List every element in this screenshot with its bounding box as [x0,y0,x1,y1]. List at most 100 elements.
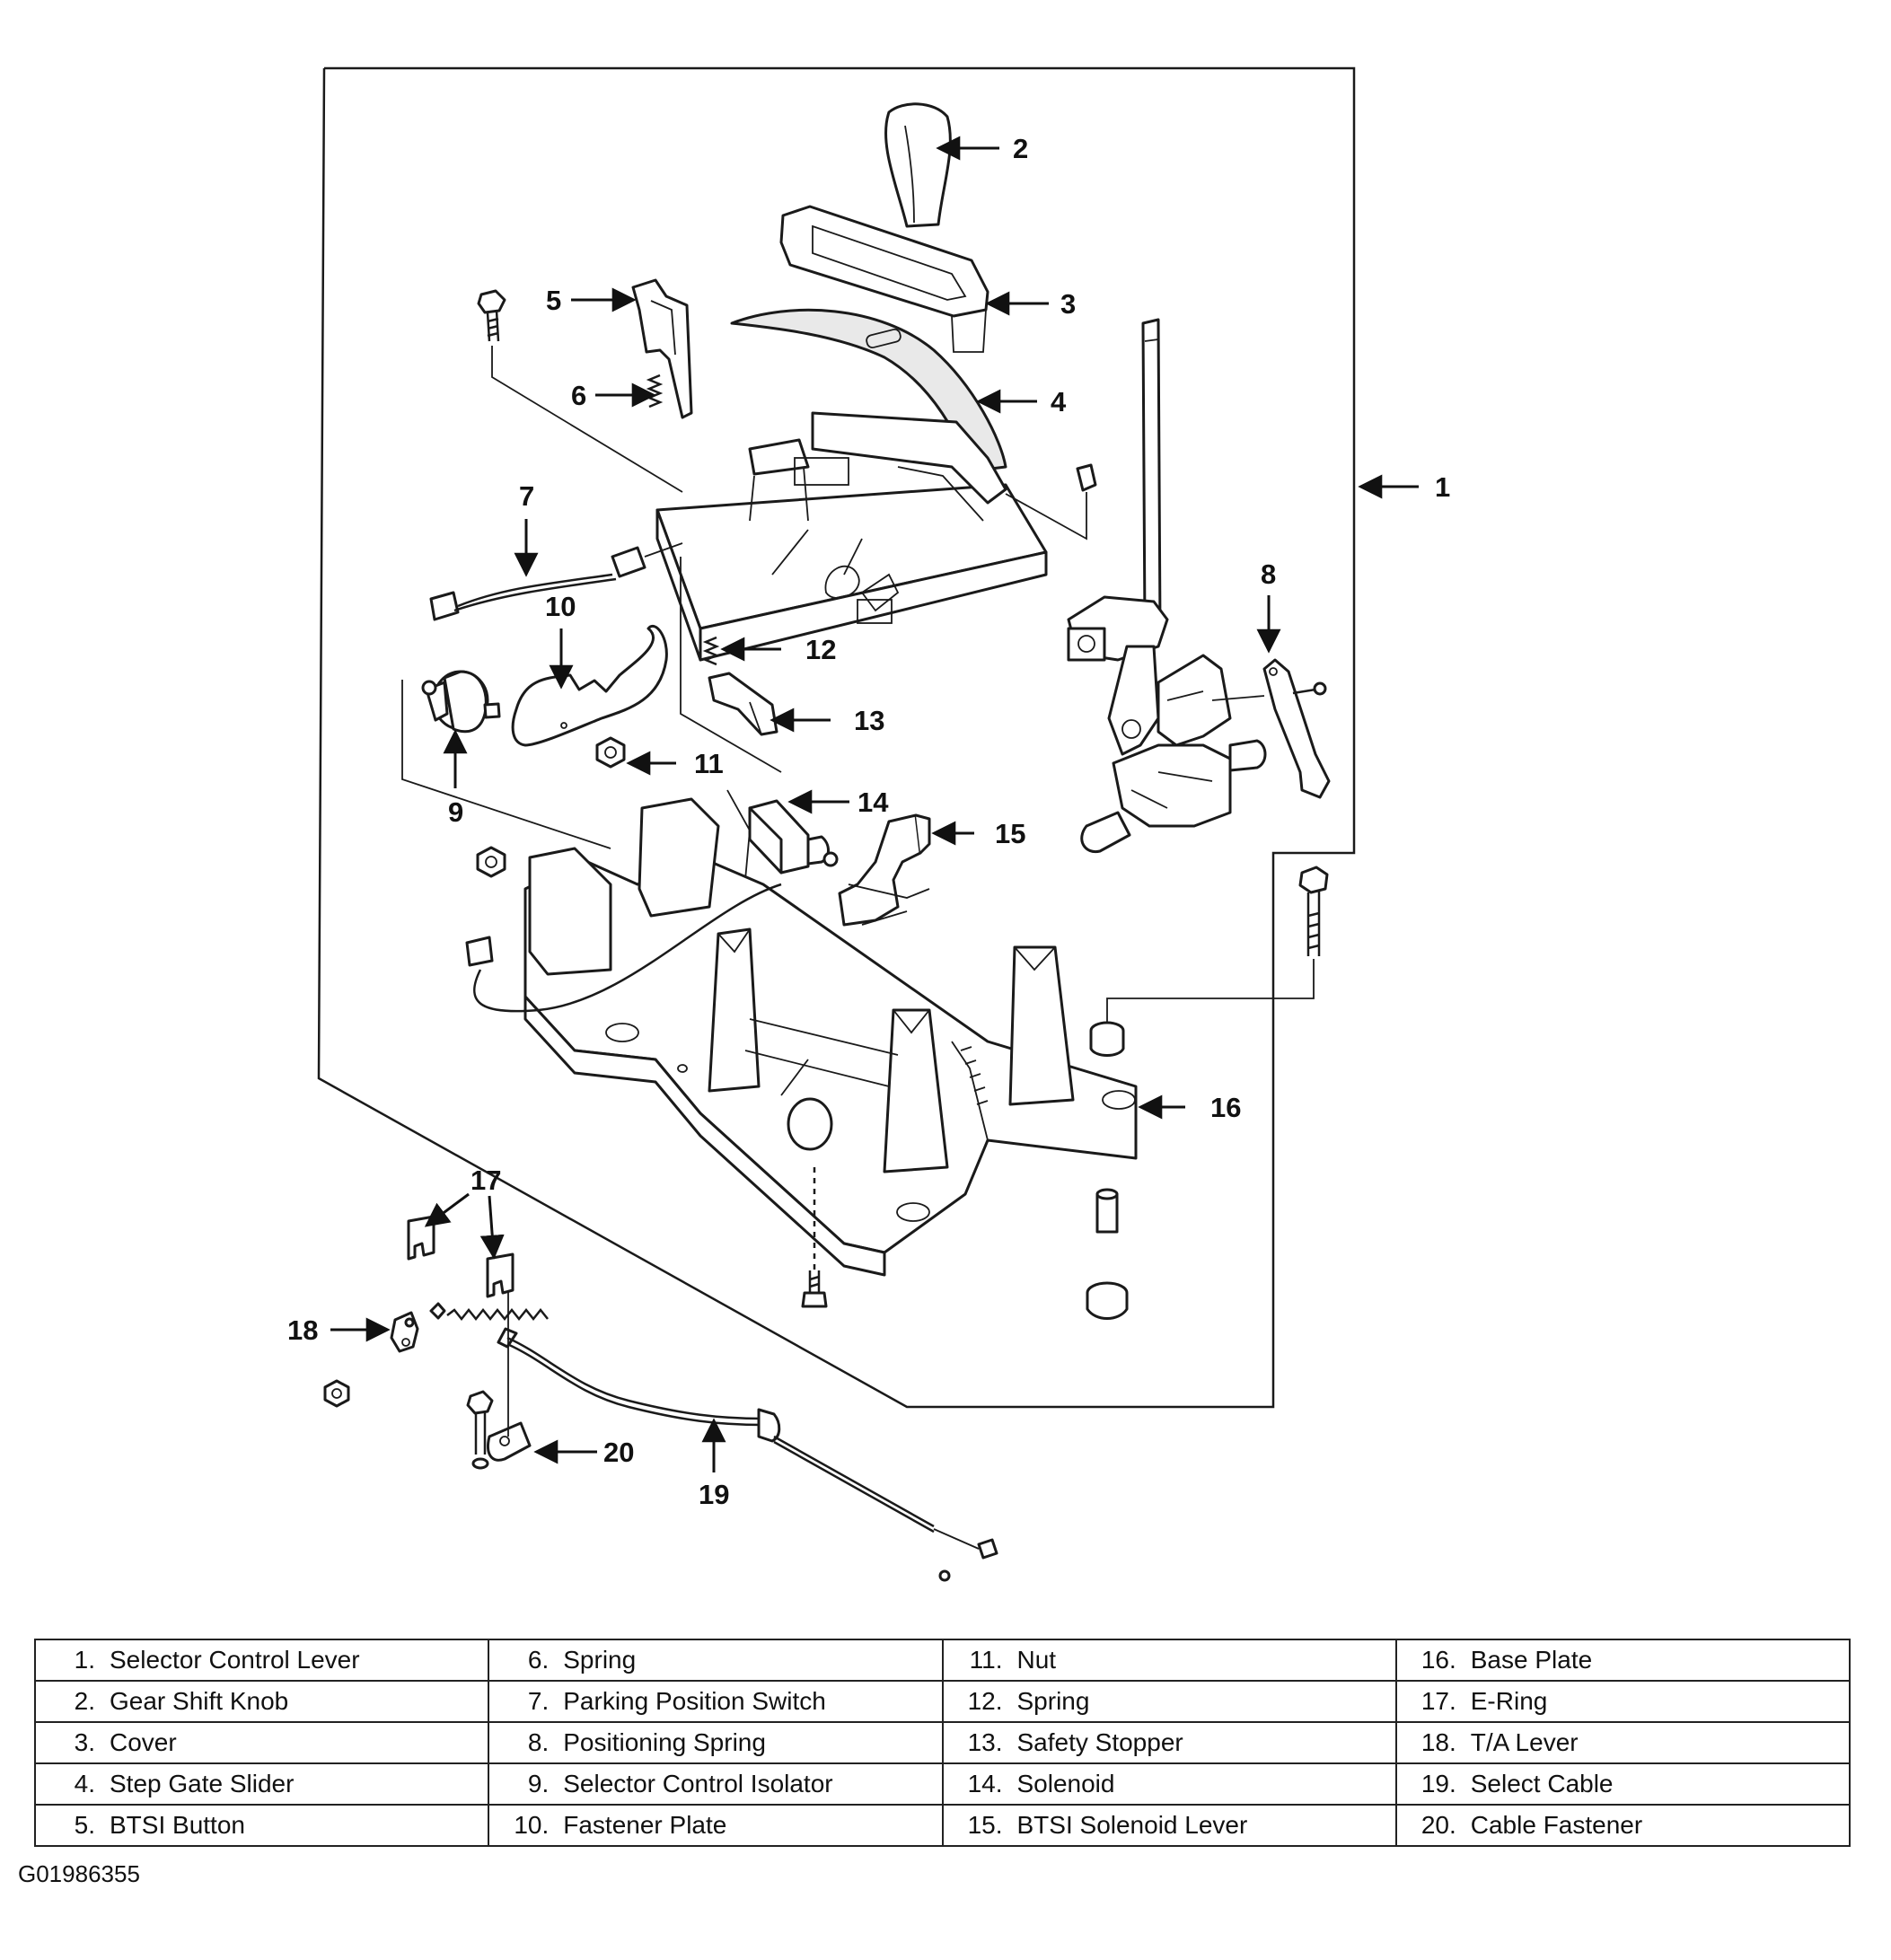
e-ring-b [486,1252,515,1298]
legend-item-name: T/A Lever [1470,1728,1579,1756]
ta-lever [390,1311,419,1353]
legend-cell: 15. BTSI Solenoid Lever [941,1804,1397,1847]
leader-line-bolt [491,346,683,493]
legend-item-number: 6. [527,1646,550,1674]
legend-item-name: Fastener Plate [563,1811,727,1839]
mounting-bolt-right [1298,866,1329,956]
legend-item-number: 14. [967,1770,1003,1797]
callout-14: 14 [858,787,889,818]
legend-cell: 20. Cable Fastener [1394,1804,1851,1847]
legend-item-name: E-Ring [1470,1687,1548,1715]
btsi-solenoid-lever [838,813,931,927]
bushing [1095,1188,1119,1234]
retainer-clip [1005,463,1097,541]
mounting-screw-bottom [801,1167,828,1308]
nut-18 [323,1379,350,1408]
legend-row: 5. BTSI Button 10. Fastener Plate 15. BTSI So… [33,1804,1851,1847]
legend-item-number: 5. [74,1811,95,1839]
legend-cell: 13.Safety Stopper [941,1721,1397,1764]
legend-item-number: 19. [1420,1770,1456,1797]
assembly-boundary-line [317,66,1356,1409]
legend-item-number: 3. [74,1728,95,1756]
legend-item-name: Selector Control Lever [110,1646,360,1674]
legend-item-name: Nut [1016,1646,1057,1674]
legend-item-name: Cover [110,1728,177,1756]
btsi-button [631,278,693,419]
fastener-plate [511,625,668,747]
legend-item-number: 1. [74,1646,95,1674]
legend-cell: 18. T/A Lever [1394,1721,1851,1764]
callout-9: 9 [448,796,463,828]
legend-item-number: 12. [967,1687,1003,1715]
callout-8: 8 [1261,558,1276,590]
legend-item-number: 11. [969,1646,1003,1674]
upper-housing [655,411,1048,662]
legend-item-number: 10. [514,1811,550,1839]
callout-2: 2 [1013,133,1028,164]
grommet-lower [1086,1281,1129,1320]
callout-3: 3 [1060,288,1076,320]
legend-item-number: 17. [1420,1687,1456,1715]
btsi-spring [646,374,664,409]
legend-cell: 17. E-Ring [1394,1680,1851,1723]
legend-item-number: 2. [74,1687,95,1715]
e-ring-a [407,1215,435,1261]
legend-cell: 9.Selector Control Isolator [488,1762,944,1806]
callout-12: 12 [805,634,836,665]
legend-cell: 12. Spring [941,1680,1397,1723]
legend-item-number: 7. [527,1687,550,1715]
legend-cell: 3. Cover [33,1721,490,1764]
gear-shift-knob [884,102,952,228]
callout-4: 4 [1051,386,1067,417]
figure-id: G01986355 [18,1860,140,1887]
nut-11 [595,736,626,769]
cable-fastener-bolt [466,1390,494,1470]
legend-item-number: 9. [527,1770,550,1797]
grommet-upper [1089,1021,1125,1057]
positioning-spring [1211,658,1331,799]
mounting-bolt-top [477,289,506,342]
legend-item-name: Solenoid [1016,1770,1115,1797]
legend-row: 1. Selector Control Lever 6. Spring 11. Nut 16… [33,1639,1851,1682]
legend-item-name: Spring [563,1646,637,1674]
legend-item-number: 4. [74,1770,95,1797]
legend-row: 4. Step Gate Slider 9.Selector Control Iso… [33,1762,1851,1806]
legend-item-name: Gear Shift Knob [110,1687,289,1715]
legend-item-number: 16. [1420,1646,1456,1674]
legend-item-number: 18. [1420,1728,1456,1756]
legend-cell: 5. BTSI Button [33,1804,490,1847]
legend-cell: 2. Gear Shift Knob [33,1680,490,1723]
callout-1: 1 [1435,471,1450,503]
legend-cell: 14. Solenoid [941,1762,1397,1806]
callout-arrows [330,136,1419,1472]
legend-item-name: BTSI Solenoid Lever [1016,1811,1248,1839]
legend-item-name: Base Plate [1470,1646,1593,1674]
leader-line-stopper [680,557,782,773]
legend-cell: 4. Step Gate Slider [33,1762,490,1806]
legend-item-name: Step Gate Slider [110,1770,295,1797]
callout-labels: 1 2 3 4 5 6 7 8 9 10 11 12 13 14 15 16 1… [287,133,1450,1510]
legend-item-name: Spring [1016,1687,1090,1715]
legend-item-number: 20. [1420,1811,1456,1839]
callout-18: 18 [287,1314,318,1346]
spring-12 [702,636,720,666]
callout-17: 17 [471,1165,501,1196]
legend-item-number: 8. [527,1728,550,1756]
legend-item-number: 15. [967,1811,1003,1839]
legend-item-name: BTSI Button [110,1811,245,1839]
legend-item-name: Cable Fastener [1470,1811,1643,1839]
callout-20: 20 [603,1437,634,1468]
parking-position-switch [429,542,683,621]
nut-left [476,846,506,878]
legend-cell: 10. Fastener Plate [488,1804,944,1847]
selector-control-lever [1067,318,1267,854]
callout-7: 7 [519,480,534,512]
base-plate [465,797,1138,1277]
callout-5: 5 [546,285,561,316]
callout-6: 6 [571,380,586,411]
legend-cell: 11. Nut [941,1639,1397,1682]
callout-19: 19 [699,1479,729,1510]
callout-13: 13 [854,705,884,736]
legend-cell: 1. Selector Control Lever [33,1639,490,1682]
